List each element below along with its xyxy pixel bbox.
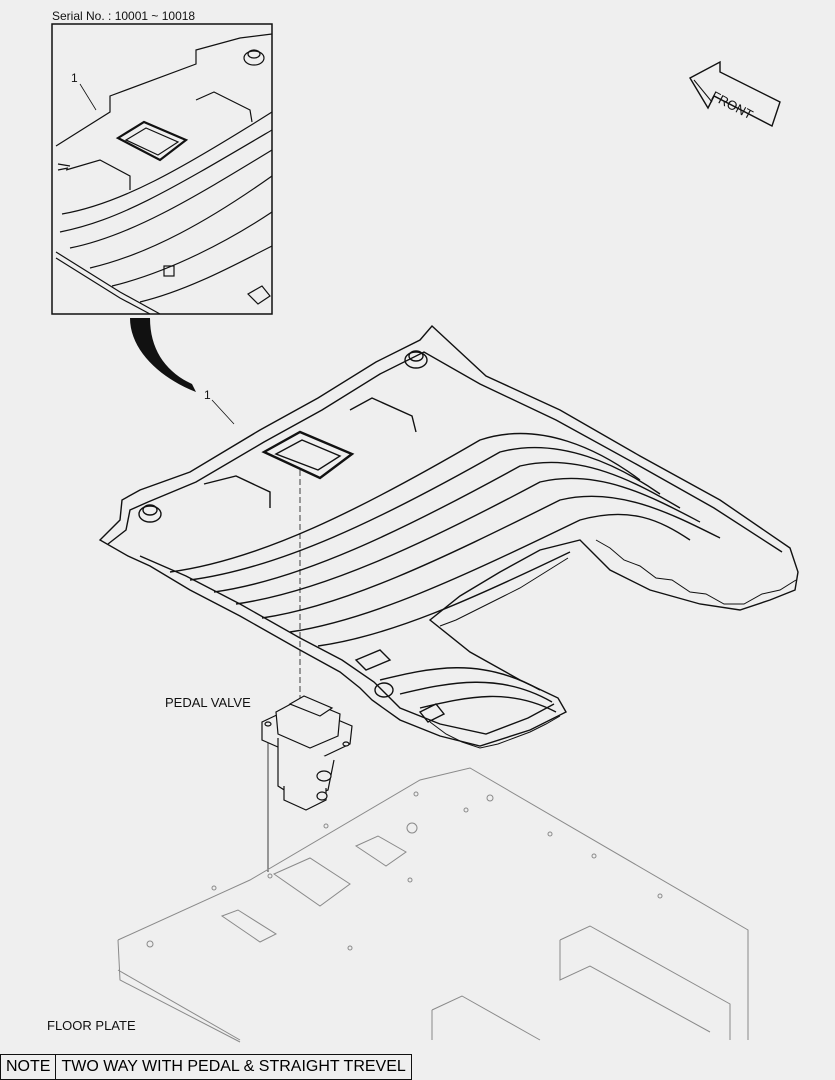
note-text: TWO WAY WITH PEDAL & STRAIGHT TREVEL — [61, 1058, 406, 1075]
serial-number: Serial No. : 10001 ~ 10018 — [52, 9, 196, 23]
pedal-valve-label: PEDAL VALVE — [165, 695, 251, 710]
inset-detail — [51, 23, 273, 315]
leader-line — [79, 83, 97, 111]
note-key: NOTE — [1, 1055, 57, 1079]
detail-arrow — [130, 318, 196, 392]
floor-plate-label: FLOOR PLATE — [47, 1018, 136, 1033]
pedal-valve-drawing — [261, 695, 353, 811]
callout-main: 1 — [204, 388, 211, 402]
callout-inset: 1 — [71, 71, 78, 85]
front-arrow — [689, 60, 781, 127]
note-box: NOTE TWO WAY WITH PEDAL & STRAIGHT TREVE… — [0, 1054, 412, 1080]
leader-line — [211, 399, 235, 425]
floor-mat — [98, 324, 799, 749]
floor-plate-drawing — [117, 767, 749, 1043]
